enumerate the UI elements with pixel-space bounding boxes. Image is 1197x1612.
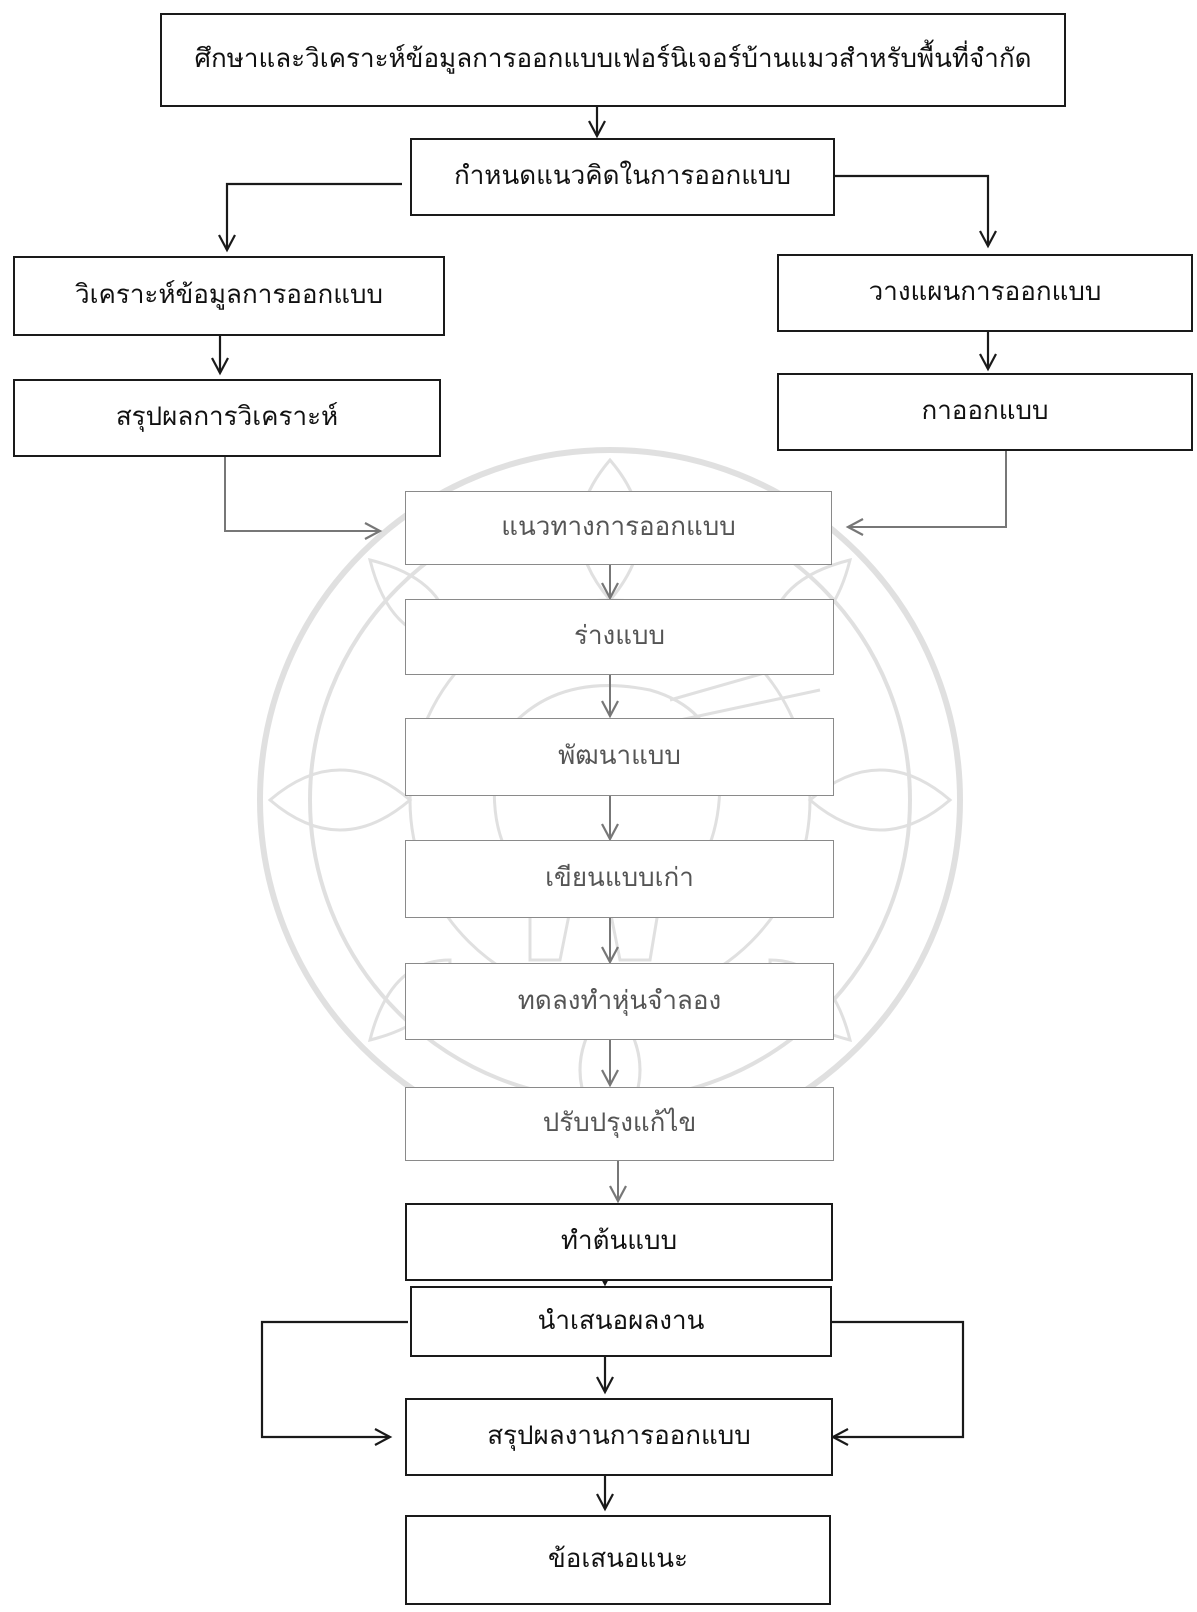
node-suggestion: ข้อเสนอแนะ — [405, 1515, 831, 1605]
node-drawing-label: เขียนแบบเก่า — [545, 863, 694, 894]
node-sketch-label: ร่างแบบ — [573, 621, 666, 652]
node-present: นำเสนอผลงาน — [410, 1286, 832, 1357]
node-conclusion-label: สรุปผลงานการออกแบบ — [487, 1421, 751, 1452]
node-conclusion: สรุปผลงานการออกแบบ — [405, 1398, 833, 1476]
node-present-label: นำเสนอผลงาน — [537, 1305, 705, 1336]
node-concept-label: กำหนดแนวคิดในการออกแบบ — [453, 161, 792, 192]
node-mockup-label: ทดลงทำหุ่นจำลอง — [517, 985, 722, 1016]
node-guideline-label: แนวทางการออกแบบ — [501, 512, 736, 543]
node-prototype: ทำต้นแบบ — [405, 1203, 833, 1281]
node-summary-analysis-label: สรุปผลการวิเคราะห์ — [115, 402, 339, 433]
arrow-summary-guideline — [224, 456, 383, 540]
node-sketch: ร่างแบบ — [405, 599, 834, 675]
node-design-process-label: กาออกแบบ — [921, 396, 1049, 427]
node-plan: วางแผนการออกแบบ — [777, 254, 1193, 332]
node-analyze-label: วิเคราะห์ข้อมูลการออกแบบ — [74, 280, 384, 311]
arrow-concept-plan — [835, 174, 997, 249]
node-suggestion-label: ข้อเสนอแนะ — [547, 1544, 689, 1575]
arrow-present-conclusion-left — [260, 1320, 408, 1446]
node-revise: ปรับปรุงแก้ไข — [405, 1087, 834, 1161]
arrow-present-conclusion-right — [830, 1320, 965, 1446]
node-design-process: กาออกแบบ — [777, 373, 1193, 451]
node-mockup: ทดลงทำหุ่นจำลอง — [405, 963, 834, 1040]
node-summary-analysis: สรุปผลการวิเคราะห์ — [13, 379, 441, 457]
node-drawing: เขียนแบบเก่า — [405, 840, 834, 918]
node-plan-label: วางแผนการออกแบบ — [868, 277, 1102, 308]
node-concept: กำหนดแนวคิดในการออกแบบ — [410, 138, 835, 216]
node-develop: พัฒนาแบบ — [405, 718, 834, 796]
node-revise-label: ปรับปรุงแก้ไข — [542, 1108, 697, 1139]
node-guideline: แนวทางการออกแบบ — [405, 491, 832, 565]
arrow-concept-analyze — [218, 182, 402, 253]
node-develop-label: พัฒนาแบบ — [558, 741, 681, 772]
arrow-design-guideline — [845, 450, 1007, 536]
node-study-label: ศึกษาและวิเคราะห์ข้อมูลการออกแบบเฟอร์นิเ… — [194, 44, 1032, 75]
node-prototype-label: ทำต้นแบบ — [560, 1226, 678, 1257]
node-analyze: วิเคราะห์ข้อมูลการออกแบบ — [13, 256, 445, 336]
node-study: ศึกษาและวิเคราะห์ข้อมูลการออกแบบเฟอร์นิเ… — [160, 13, 1066, 107]
